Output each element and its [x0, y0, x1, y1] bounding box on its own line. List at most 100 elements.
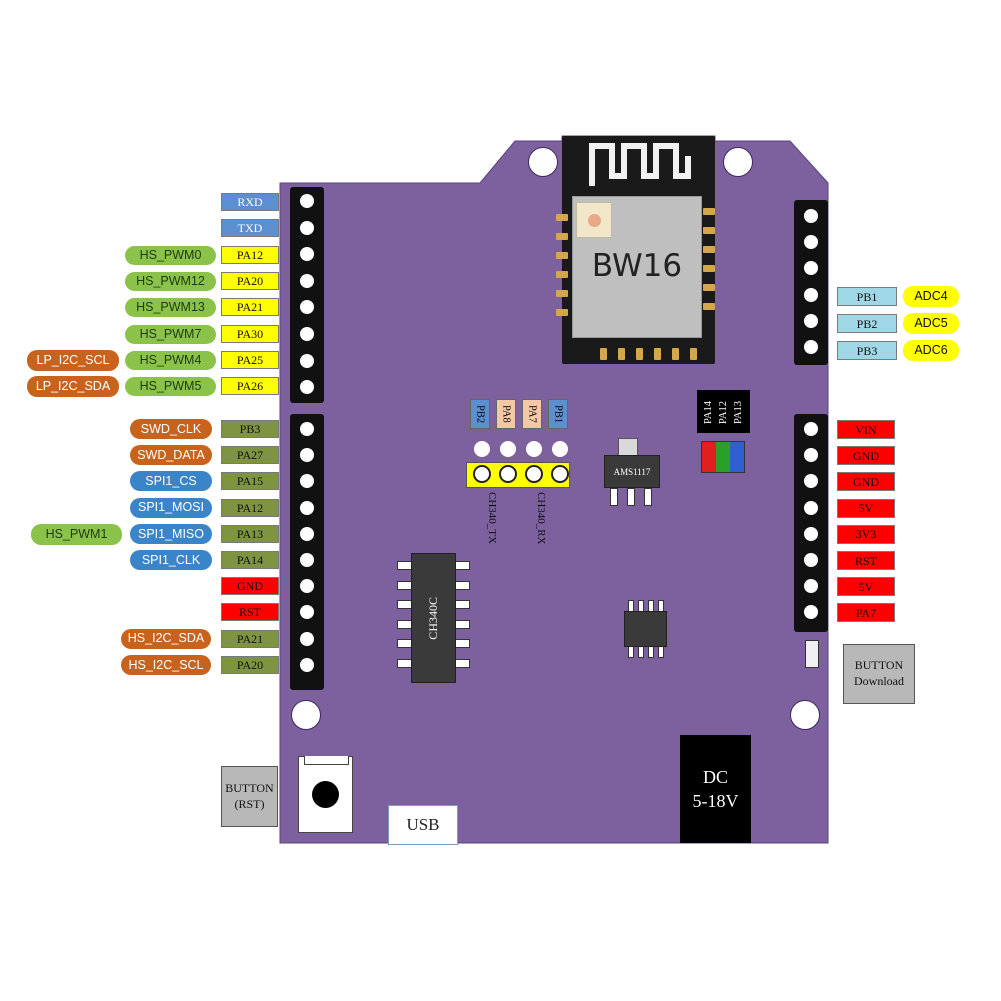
right-bottom-pin-1	[804, 422, 818, 436]
left-bottom-pin-label-4: PA13	[221, 524, 279, 543]
left-bottom-pin-label-7: RST	[221, 603, 279, 622]
ch340-leg-right-1	[454, 561, 470, 570]
rst-switch-knob	[312, 781, 339, 808]
jumper-top-pin-3	[526, 441, 542, 457]
ldo-tab	[618, 438, 638, 456]
left-bottom-pin-2	[300, 448, 314, 463]
right-bottom-pin-label-1: GND	[837, 446, 895, 466]
rgb-tag-text-0: PA14	[702, 400, 714, 424]
jumper-bottom-pin-3	[525, 465, 543, 483]
rst-switch[interactable]	[298, 756, 353, 833]
rst-button-label[interactable]: BUTTON (RST)	[221, 766, 278, 827]
left-top-pin-3	[300, 247, 314, 262]
left-bottom-pin-7	[300, 579, 314, 594]
ldo-leg-1	[610, 488, 618, 506]
jumper-top-pin-4	[552, 441, 568, 457]
antenna-trace	[589, 143, 691, 186]
jumper-tag-text-0: PB2	[474, 404, 486, 424]
left-top-pin-label-2: PA12	[221, 245, 279, 264]
download-button-line2: Download	[854, 674, 904, 688]
rst-button-line2: (RST)	[234, 796, 265, 811]
left-top-alt-7: HS_PWM5	[125, 377, 216, 397]
label-ch340-rx: CH340_RX	[535, 492, 547, 545]
left-bottom-pin-3	[300, 474, 314, 489]
right-bottom-pin-label-2: GND	[837, 472, 895, 492]
right-top-pin-1	[804, 209, 818, 223]
left-top-alt-2: HS_PWM0	[125, 245, 216, 265]
jumper-top-pin-2	[500, 441, 516, 457]
bw16-module: BW16	[556, 136, 715, 364]
left-bottom-pin-label-5: PA14	[221, 551, 279, 569]
ch340-chip-label: CH340C	[426, 596, 440, 640]
left-top-pin-label-3: PA20	[221, 271, 279, 290]
mounting-hole-bottom-left	[291, 700, 321, 730]
header-left-bottom	[290, 414, 324, 690]
ldo-chip-label: AMS1117	[613, 466, 651, 477]
left-bottom-pin-label-3: PA12	[221, 498, 279, 517]
module-pad-left-3	[556, 252, 568, 259]
label-ch340-tx: CH340_TX	[486, 492, 498, 544]
left-top-alt2-6: LP_I2C_SCL	[27, 349, 119, 371]
header-left-top	[290, 187, 324, 403]
ch340-leg-right-5	[454, 639, 470, 648]
rgb-led	[701, 441, 745, 473]
module-pad-right-5	[703, 284, 715, 291]
rgb-led-blue	[730, 442, 744, 472]
right-top-alt-2: ADC6	[903, 340, 959, 361]
left-top-pin-1	[300, 194, 314, 208]
usb-label: USB	[406, 815, 440, 834]
left-bottom-alt-0: SWD_CLK	[130, 419, 212, 439]
left-bottom-alt-3: SPI1_MOSI	[130, 497, 212, 518]
jumper-top-pin-1	[474, 441, 490, 457]
module-led	[576, 202, 612, 238]
left-top-pin-5	[300, 300, 314, 315]
module-pad-left-6	[556, 309, 568, 316]
right-bottom-pin-4	[804, 500, 818, 515]
module-pad-left-1	[556, 214, 568, 221]
right-bottom-pin-8	[804, 605, 818, 620]
rgb-tag-pa12: PA12	[716, 393, 730, 431]
left-bottom-alt-5: SPI1_CLK	[130, 550, 212, 570]
module-pad-right-2	[703, 227, 715, 234]
module-pad-bottom-2	[618, 348, 625, 360]
left-bottom-pin-10	[300, 657, 314, 672]
mounting-hole-bottom-right	[790, 700, 820, 730]
module-pad-left-5	[556, 290, 568, 297]
dc-jack-line2: 5-18V	[692, 791, 739, 811]
rst-button-line1: BUTTON	[225, 780, 274, 795]
right-bottom-pin-label-0: VIN	[837, 420, 895, 439]
module-pad-left-2	[556, 233, 568, 240]
module-pad-right-3	[703, 246, 715, 253]
module-pad-left-4	[556, 271, 568, 278]
left-top-alt-5: HS_PWM7	[125, 324, 216, 344]
jumper-tag-pb2: PB2	[470, 399, 490, 429]
mounting-hole-top-right	[723, 147, 753, 177]
right-top-pin-label-0: PB1	[837, 287, 897, 306]
rgb-tag-text-2: PA13	[732, 400, 744, 424]
left-bottom-pin-8	[300, 605, 314, 620]
left-bottom-alt-4: SPI1_MISO	[130, 523, 212, 544]
ldo-leg-2	[627, 488, 635, 506]
left-top-pin-label-4: PA21	[221, 298, 279, 317]
left-top-pin-6	[300, 327, 314, 341]
jumper-bottom-pin-1	[473, 465, 491, 483]
ch340-leg-right-6	[454, 658, 470, 668]
module-pad-right-1	[703, 208, 715, 215]
right-bottom-pin-5	[804, 526, 818, 541]
module-pad-bottom-3	[636, 348, 643, 360]
download-button[interactable]: BUTTON Download	[843, 644, 915, 704]
left-bottom-pin-label-8: PA21	[221, 629, 279, 648]
right-bottom-pin-label-6: 5V	[837, 577, 895, 597]
left-top-pin-label-7: PA26	[221, 377, 279, 396]
mounting-hole-top-left	[528, 147, 558, 177]
right-bottom-pin-label-4: 3V3	[837, 524, 895, 544]
rgb-led-red	[702, 442, 716, 472]
ch340-leg-right-3	[454, 600, 470, 609]
right-bottom-pin-label-7: PA7	[837, 603, 895, 623]
ch340-leg-right-4	[454, 619, 470, 629]
rgb-tag-pa13: PA13	[731, 393, 745, 431]
left-top-pin-8	[300, 380, 314, 395]
module-pad-bottom-5	[672, 348, 679, 360]
left-bottom-pin-4	[300, 500, 314, 515]
download-button-line1: BUTTON	[854, 658, 904, 673]
